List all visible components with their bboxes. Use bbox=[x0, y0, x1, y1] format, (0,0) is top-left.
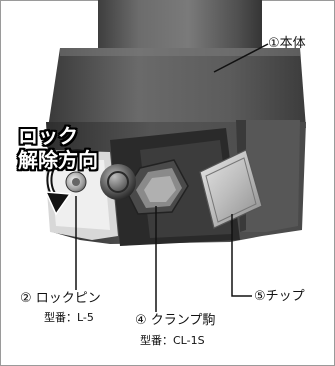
lock-release-line2: 解除方向 bbox=[18, 148, 98, 172]
clamp-screw bbox=[100, 164, 136, 200]
label-chip: ⑤チップ bbox=[254, 289, 305, 304]
label-lock-pin-model: 型番：L-5 bbox=[44, 311, 94, 324]
leader-body bbox=[213, 43, 269, 73]
label-body: ①本体 bbox=[268, 36, 306, 51]
lock-release-line1: ロック bbox=[18, 124, 78, 148]
body-block bbox=[48, 48, 306, 128]
label-clamp-piece: ④ クランプ駒 bbox=[135, 313, 216, 328]
label-lock-pin: ② ロックピン bbox=[20, 291, 101, 306]
leader-chip bbox=[231, 214, 252, 297]
shank bbox=[98, 0, 262, 52]
label-clamp-piece-model: 型番：CL-1S bbox=[140, 334, 205, 347]
